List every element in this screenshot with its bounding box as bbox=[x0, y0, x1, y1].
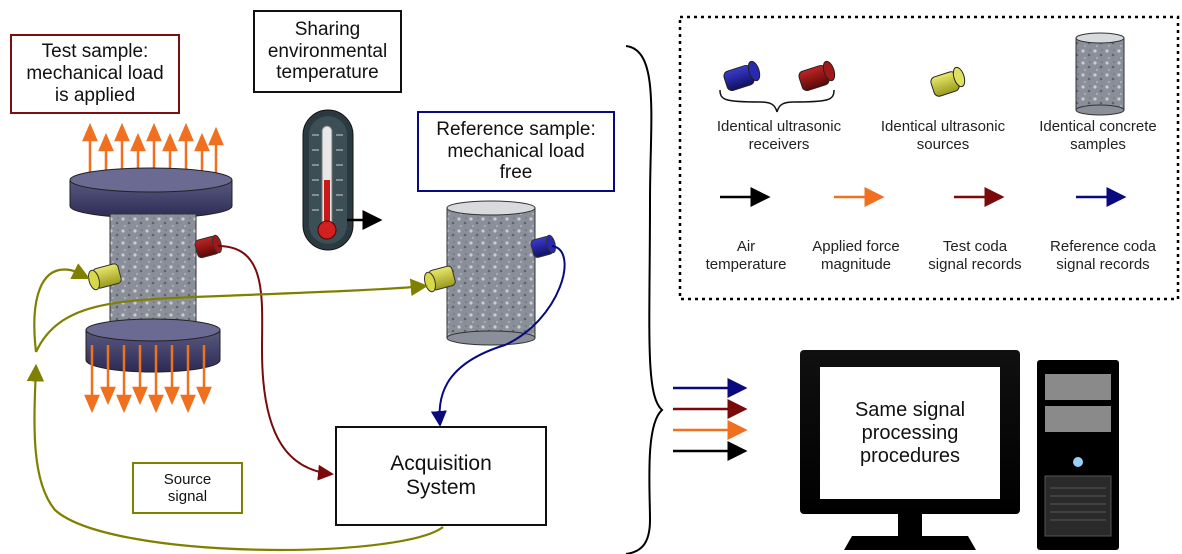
legend-test-coda-label: Test coda signal records bbox=[916, 238, 1034, 274]
reference-line-3: free bbox=[499, 162, 533, 184]
legend-test-coda-line-1: Test coda bbox=[942, 238, 1008, 255]
test-receiver-sensor bbox=[194, 234, 223, 259]
sharing-line-3: temperature bbox=[276, 62, 379, 84]
test-sample-label: Test sample: mechanical load is applied bbox=[10, 34, 180, 114]
reference-receiver-sensor bbox=[530, 234, 557, 258]
reference-line-1: Reference sample: bbox=[436, 118, 596, 140]
legend-sources-label: Identical ultrasonic sources bbox=[858, 118, 1028, 154]
legend-force-line-2: magnitude bbox=[820, 256, 892, 273]
output-arrows bbox=[673, 378, 748, 461]
legend-air-line-1: Air bbox=[736, 238, 756, 255]
reference-coda-path bbox=[430, 245, 566, 427]
processing-line-1: Same signal bbox=[854, 398, 966, 421]
legend-concrete-line-2: samples bbox=[1070, 136, 1126, 153]
sharing-temperature-label: Sharing environmental temperature bbox=[253, 10, 402, 93]
source-signal-line-2: signal bbox=[167, 488, 208, 505]
source-signal-path-test bbox=[33, 263, 90, 353]
legend-receivers-line-1: Identical ultrasonic bbox=[716, 118, 842, 135]
processing-label: Same signal processing procedures bbox=[822, 380, 998, 486]
test-sample-rig bbox=[69, 122, 233, 414]
legend-ref-coda-label: Reference coda signal records bbox=[1038, 238, 1168, 274]
reference-line-2: mechanical load bbox=[447, 140, 585, 162]
legend-sources-line-1: Identical ultrasonic bbox=[880, 118, 1006, 135]
applied-force-arrows-bottom bbox=[84, 345, 212, 414]
legend-test-coda-line-2: signal records bbox=[928, 256, 1022, 273]
legend-concrete-icon bbox=[1075, 32, 1125, 116]
legend-ref-coda-line-2: signal records bbox=[1056, 256, 1150, 273]
processing-line-3: procedures bbox=[859, 444, 961, 467]
acquisition-line-2: System bbox=[405, 476, 476, 499]
legend-receivers-label: Identical ultrasonic receivers bbox=[694, 118, 864, 154]
source-signal-line-1: Source bbox=[163, 470, 212, 488]
sharing-line-2: environmental bbox=[267, 40, 388, 62]
legend-force-label: Applied force magnitude bbox=[796, 238, 916, 274]
legend-source-icon bbox=[930, 66, 966, 97]
reference-sample bbox=[424, 200, 557, 346]
acquisition-system-box: Acquisition System bbox=[335, 426, 547, 526]
curly-brace bbox=[625, 45, 664, 554]
legend-ref-coda-line-1: Reference coda bbox=[1050, 238, 1156, 255]
test-source-sensor bbox=[88, 263, 122, 291]
source-signal-path-reference bbox=[35, 278, 429, 353]
processing-line-2: processing bbox=[861, 421, 959, 444]
source-signal-path-return bbox=[26, 363, 444, 552]
legend-air-line-2: temperature bbox=[705, 256, 787, 273]
computer-monitor-icon bbox=[800, 350, 1020, 550]
test-sample-line-2: mechanical load bbox=[26, 63, 164, 85]
legend-sources-line-2: sources bbox=[916, 136, 970, 153]
legend-box bbox=[678, 15, 1180, 301]
reference-sample-label: Reference sample: mechanical load free bbox=[417, 111, 615, 192]
applied-force-arrows-top bbox=[82, 122, 224, 178]
computer-tower-icon bbox=[1037, 360, 1119, 550]
legend-receivers-line-2: receivers bbox=[748, 136, 810, 153]
sharing-line-1: Sharing bbox=[294, 18, 361, 40]
thermometer-icon bbox=[302, 109, 383, 251]
legend-concrete-label: Identical concrete samples bbox=[1018, 118, 1178, 154]
legend-force-line-1: Applied force bbox=[812, 238, 900, 255]
legend-air-label: Air temperature bbox=[696, 238, 796, 274]
test-sample-line-3: is applied bbox=[54, 84, 136, 106]
legend-receiver-icons bbox=[719, 60, 836, 113]
legend-concrete-line-1: Identical concrete bbox=[1039, 118, 1157, 135]
test-coda-path bbox=[217, 245, 334, 481]
acquisition-line-1: Acquisition bbox=[390, 451, 492, 475]
test-sample-line-1: Test sample: bbox=[41, 41, 149, 63]
source-signal-label: Source signal bbox=[132, 462, 243, 514]
